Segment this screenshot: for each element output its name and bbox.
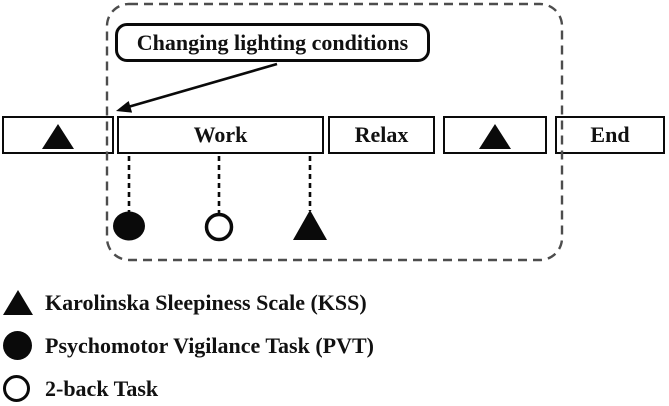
legend-label-pvt: Psychomotor Vigilance Task (PVT) (45, 332, 375, 358)
lighting-callout-box: Changing lighting conditions (115, 23, 430, 62)
filled-circle-icon (3, 331, 32, 360)
legend-label-kss: Karolinska Sleepiness Scale (KSS) (45, 289, 367, 315)
legend-symbol-cell (3, 331, 45, 360)
relax-segment-label: Relax (354, 122, 409, 147)
callout-arrow-line (127, 62, 278, 109)
kss-triangle-icon (42, 123, 74, 149)
legend-item-kss: Karolinska Sleepiness Scale (KSS) (3, 281, 374, 324)
pvt-filled-circle-icon (113, 211, 145, 241)
kss-triangle-icon (293, 210, 327, 240)
timeline-segment-relax: Relax (328, 116, 435, 154)
legend-symbol-cell (3, 290, 45, 315)
end-segment-label: End (590, 122, 630, 147)
callout-arrowhead-icon (116, 101, 133, 113)
2back-open-circle-icon (204, 212, 234, 242)
legend-item-2back: 2-back Task (3, 367, 374, 406)
open-circle-icon (3, 375, 30, 402)
filled-triangle-icon (3, 290, 33, 315)
legend-item-pvt: Psychomotor Vigilance Task (PVT) (3, 324, 374, 367)
work-segment-label: Work (193, 122, 248, 147)
timeline-segment-kss-start (2, 116, 114, 154)
kss-triangle-icon (479, 123, 511, 149)
lighting-callout-label: Changing lighting conditions (136, 29, 409, 55)
legend: Karolinska Sleepiness Scale (KSS) Psycho… (3, 281, 374, 406)
legend-label-2back: 2-back Task (45, 375, 159, 401)
legend-symbol-cell (3, 375, 45, 402)
timeline-segment-kss-second (443, 116, 547, 154)
timeline-segment-work: Work (117, 116, 324, 154)
timeline-segment-end: End (555, 116, 665, 154)
